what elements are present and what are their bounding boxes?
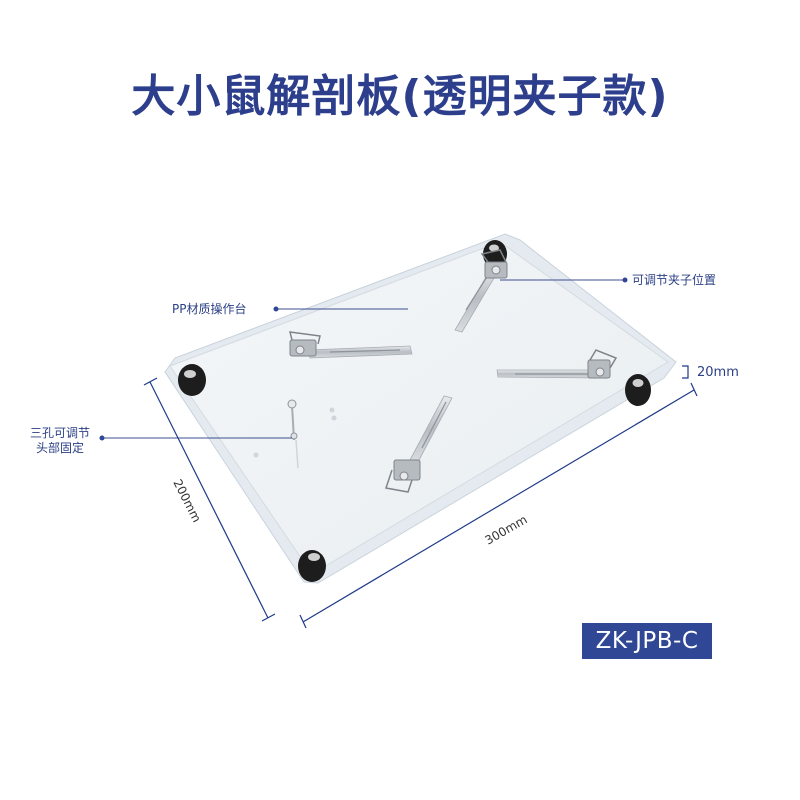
height-dimension-bracket xyxy=(682,365,689,379)
board-top xyxy=(169,241,669,575)
width-dimension-label: 200mm xyxy=(170,477,203,525)
callout-line-clip xyxy=(500,277,628,283)
clip-rod-left xyxy=(289,331,413,359)
callout-line-work-surface xyxy=(273,306,408,312)
fixation-holes xyxy=(253,407,337,458)
label-adjustable-clip: 可调节夹子位置 xyxy=(632,273,717,287)
metal-clip-right xyxy=(587,349,618,379)
model-badge: ZK-JPB-C xyxy=(582,623,712,659)
label-height: 20mm xyxy=(697,365,739,380)
clip-rod-bottom xyxy=(385,395,453,493)
metal-clip-left xyxy=(289,331,321,357)
length-dimension-label: 300mm xyxy=(483,512,530,547)
metal-clip-bottom xyxy=(385,459,421,493)
page-title: 大小鼠解剖板(透明夹子款) xyxy=(131,71,669,122)
label-holes-line2: 头部固定 xyxy=(36,441,85,455)
head-fixation-pin xyxy=(287,399,299,469)
width-dimension-line xyxy=(143,377,276,622)
label-work-surface: PP材质操作台 xyxy=(172,302,247,316)
metal-clip-top xyxy=(480,249,508,279)
rubber-foot-top xyxy=(483,240,507,268)
label-holes: 三孔可调节 头部固定 xyxy=(30,426,90,456)
clip-rod-top xyxy=(454,249,508,333)
rubber-foot-left xyxy=(178,364,206,396)
length-dimension-line xyxy=(299,382,698,629)
rubber-foot-bottom xyxy=(298,550,326,582)
dissection-board xyxy=(164,233,677,584)
label-holes-line1: 三孔可调节 xyxy=(30,426,91,440)
rubber-foot-right xyxy=(625,374,651,406)
clip-rod-right xyxy=(496,349,618,379)
callout-line-holes xyxy=(99,435,292,441)
